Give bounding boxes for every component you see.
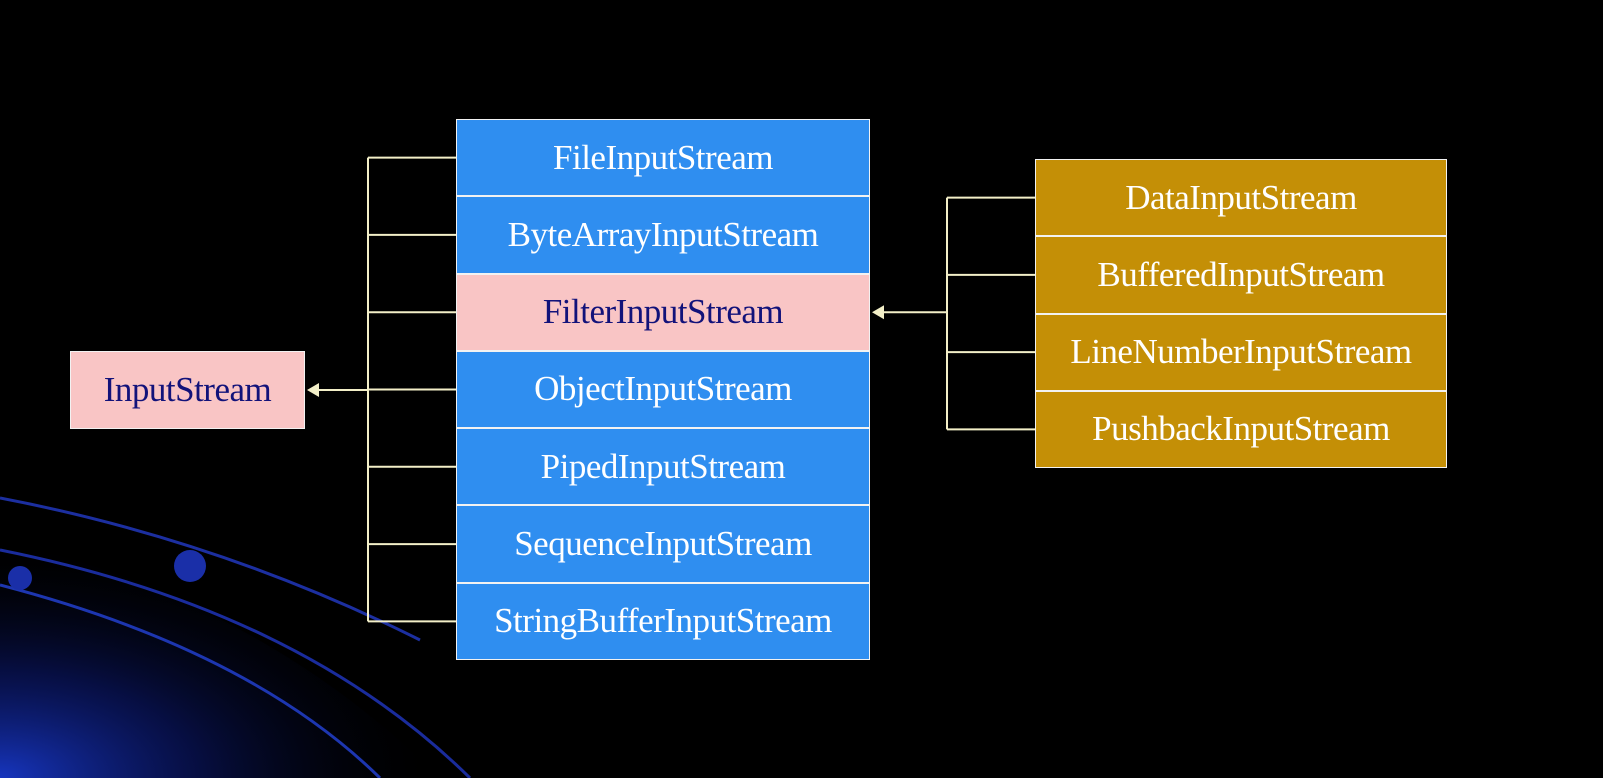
orbit-arc-middle	[0, 548, 472, 778]
inputstream-label: InputStream	[103, 370, 272, 409]
class-label: StringBufferInputStream	[494, 601, 832, 641]
object-input-stream-box: ObjectInputStream	[456, 350, 870, 429]
filter-input-stream-box: FilterInputStream	[456, 273, 870, 351]
class-label: PipedInputStream	[540, 446, 786, 486]
orbit-arc-inner	[0, 583, 382, 778]
class-label: PushbackInputStream	[1092, 409, 1390, 449]
class-label: FilterInputStream	[542, 292, 784, 332]
class-label: ByteArrayInputStream	[507, 214, 819, 254]
class-label: DataInputStream	[1125, 177, 1357, 217]
class-label: FileInputStream	[553, 137, 773, 177]
class-label: SequenceInputStream	[514, 524, 812, 564]
class-label: ObjectInputStream	[534, 369, 792, 409]
corner-glow	[0, 540, 440, 778]
arrowhead-filterinputstream	[872, 305, 884, 320]
orbit-dot-large	[174, 550, 206, 582]
file-input-stream-box: FileInputStream	[456, 119, 870, 197]
class-label: BufferedInputStream	[1097, 254, 1385, 294]
buffered-input-stream-box: BufferedInputStream	[1035, 236, 1447, 314]
inputstream-box: InputStream	[70, 351, 305, 429]
string-buffer-input-stream-box: StringBufferInputStream	[456, 582, 870, 660]
byte-array-input-stream-box: ByteArrayInputStream	[456, 196, 870, 274]
pushback-input-stream-box: PushbackInputStream	[1035, 390, 1447, 468]
arrowhead-inputstream	[307, 383, 319, 397]
line-number-input-stream-box: LineNumberInputStream	[1035, 313, 1447, 391]
inheritance-lines-filterinputstream	[872, 196, 1035, 431]
class-label: LineNumberInputStream	[1070, 332, 1412, 372]
data-input-stream-box: DataInputStream	[1035, 159, 1447, 237]
orbit-arc-outer	[0, 496, 421, 642]
inheritance-lines-inputstream	[307, 156, 456, 623]
orbit-dot-small	[8, 566, 32, 590]
sequence-input-stream-box: SequenceInputStream	[456, 505, 870, 583]
piped-input-stream-box: PipedInputStream	[456, 428, 870, 506]
